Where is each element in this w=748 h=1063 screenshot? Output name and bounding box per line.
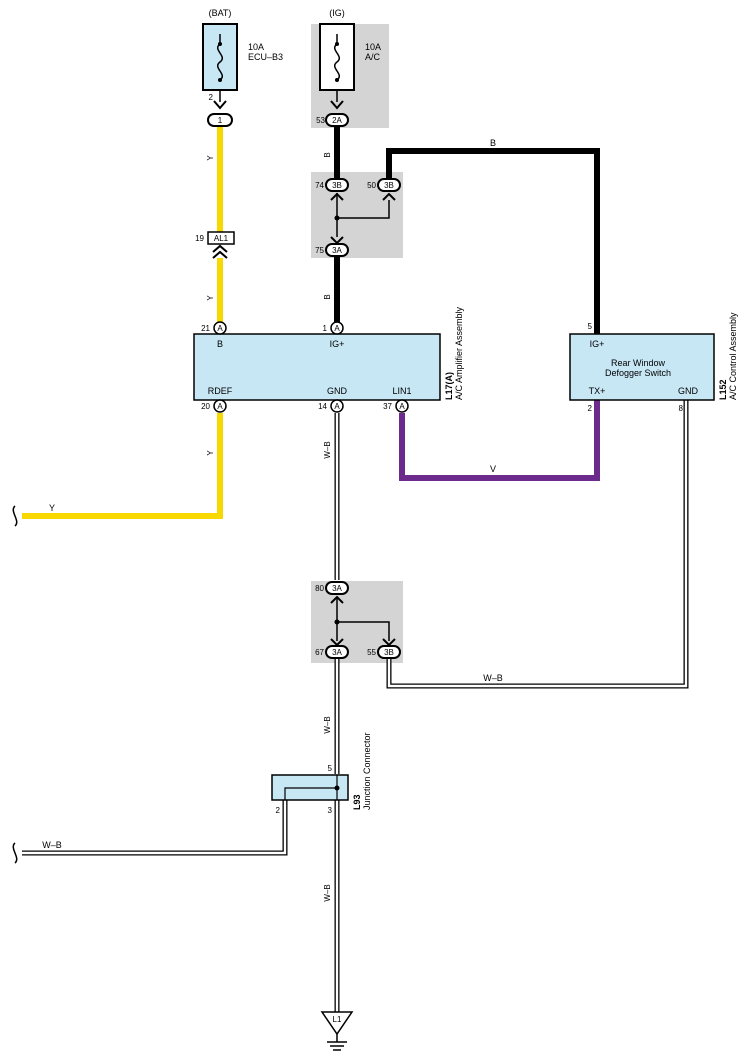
svg-text:W–B: W–B xyxy=(323,884,332,901)
svg-text:L93: L93 xyxy=(352,794,362,810)
svg-text:5: 5 xyxy=(328,764,333,773)
inline-connector-al1: AL1 19 xyxy=(195,231,235,259)
svg-text:2A: 2A xyxy=(332,116,342,125)
svg-text:B: B xyxy=(217,339,223,349)
svg-text:50: 50 xyxy=(367,181,376,190)
svg-text:(BAT): (BAT) xyxy=(209,8,232,18)
junction-connector-l93: 5 2 3 L93 Junction Connector xyxy=(271,732,372,815)
svg-text:Junction Connector: Junction Connector xyxy=(362,732,372,810)
svg-text:19: 19 xyxy=(195,234,204,243)
svg-text:L1: L1 xyxy=(333,1015,342,1024)
svg-text:B: B xyxy=(323,152,332,157)
svg-text:2: 2 xyxy=(588,404,593,413)
upper-junction-connectors: 3B 74 3B 50 3A 75 xyxy=(315,178,401,257)
svg-text:2: 2 xyxy=(209,93,214,102)
svg-text:3B: 3B xyxy=(384,648,394,657)
svg-text:A/C Amplifier Assembly: A/C Amplifier Assembly xyxy=(454,306,464,400)
wire-labels: Y Y Y Y B B B V W–B W–B W–B W–B W–B xyxy=(42,138,503,902)
svg-text:3: 3 xyxy=(328,806,333,815)
ig-fuse: (IG) 10A A/C 53 2A xyxy=(316,8,381,127)
svg-text:A: A xyxy=(334,324,340,333)
svg-text:AL1: AL1 xyxy=(214,234,229,243)
svg-text:2: 2 xyxy=(276,806,281,815)
svg-text:37: 37 xyxy=(383,402,392,411)
wire-break-symbols xyxy=(12,505,18,864)
svg-text:W–B: W–B xyxy=(483,673,503,683)
svg-text:LIN1: LIN1 xyxy=(392,386,411,396)
svg-text:W–B: W–B xyxy=(323,716,332,733)
ground-l1: L1 xyxy=(320,1011,354,1051)
svg-text:Defogger Switch: Defogger Switch xyxy=(605,368,671,378)
svg-text:Y: Y xyxy=(206,450,215,456)
svg-text:B: B xyxy=(323,294,332,299)
svg-text:1: 1 xyxy=(323,324,328,333)
svg-text:3A: 3A xyxy=(332,246,342,255)
ac-control-assembly: 5 IG+ Rear Window Defogger Switch TX+ GN… xyxy=(569,312,738,413)
svg-text:ECU–B3: ECU–B3 xyxy=(248,52,283,62)
svg-text:A/C Control Assembly: A/C Control Assembly xyxy=(728,312,738,400)
ac-amplifier-assembly: A 21 A 1 A 20 A 14 A 37 B IG+ RDEF GND L… xyxy=(193,306,464,413)
svg-text:B: B xyxy=(490,138,496,148)
svg-text:75: 75 xyxy=(315,246,324,255)
svg-text:W–B: W–B xyxy=(323,441,332,458)
svg-text:55: 55 xyxy=(367,648,376,657)
svg-text:TX+: TX+ xyxy=(589,386,606,396)
lower-junction-connectors: 3A 80 3A 67 3B 55 xyxy=(315,581,401,659)
svg-text:3B: 3B xyxy=(384,181,394,190)
svg-text:W–B: W–B xyxy=(42,840,62,850)
svg-text:V: V xyxy=(490,464,496,474)
svg-text:Y: Y xyxy=(206,295,215,301)
svg-text:10A: 10A xyxy=(248,42,264,52)
svg-text:74: 74 xyxy=(315,181,324,190)
svg-text:A: A xyxy=(217,402,223,411)
svg-text:A: A xyxy=(217,324,223,333)
svg-text:L152: L152 xyxy=(718,379,728,400)
upper-junction-internal xyxy=(334,193,390,237)
svg-text:14: 14 xyxy=(318,402,327,411)
svg-text:Rear Window: Rear Window xyxy=(611,358,666,368)
bat-fuse: (BAT) 10A ECU–B3 2 1 xyxy=(202,8,283,127)
svg-text:A: A xyxy=(334,402,340,411)
white-black-wires xyxy=(22,400,689,1012)
svg-text:IG+: IG+ xyxy=(590,339,605,349)
svg-text:Y: Y xyxy=(206,155,215,161)
yellow-wire xyxy=(22,127,223,519)
svg-text:Y: Y xyxy=(49,503,55,513)
svg-text:RDEF: RDEF xyxy=(208,386,233,396)
svg-text:GND: GND xyxy=(678,386,699,396)
svg-text:3A: 3A xyxy=(332,584,342,593)
svg-text:L17(A): L17(A) xyxy=(444,372,454,400)
svg-text:A: A xyxy=(399,402,405,411)
svg-text:20: 20 xyxy=(201,402,210,411)
svg-text:A/C: A/C xyxy=(365,52,381,62)
svg-text:IG+: IG+ xyxy=(330,339,345,349)
svg-text:10A: 10A xyxy=(365,42,381,52)
svg-text:8: 8 xyxy=(679,404,684,413)
svg-text:3A: 3A xyxy=(332,648,342,657)
violet-wire xyxy=(399,400,600,481)
svg-text:21: 21 xyxy=(201,324,210,333)
svg-text:5: 5 xyxy=(588,322,593,331)
black-wire xyxy=(334,126,600,334)
lower-junction-internal xyxy=(334,597,390,641)
svg-text:67: 67 xyxy=(315,648,324,657)
svg-text:GND: GND xyxy=(327,386,348,396)
svg-text:80: 80 xyxy=(315,584,324,593)
svg-text:(IG): (IG) xyxy=(329,8,345,18)
svg-text:1: 1 xyxy=(218,116,223,125)
svg-text:53: 53 xyxy=(316,116,325,125)
svg-text:3B: 3B xyxy=(332,181,342,190)
